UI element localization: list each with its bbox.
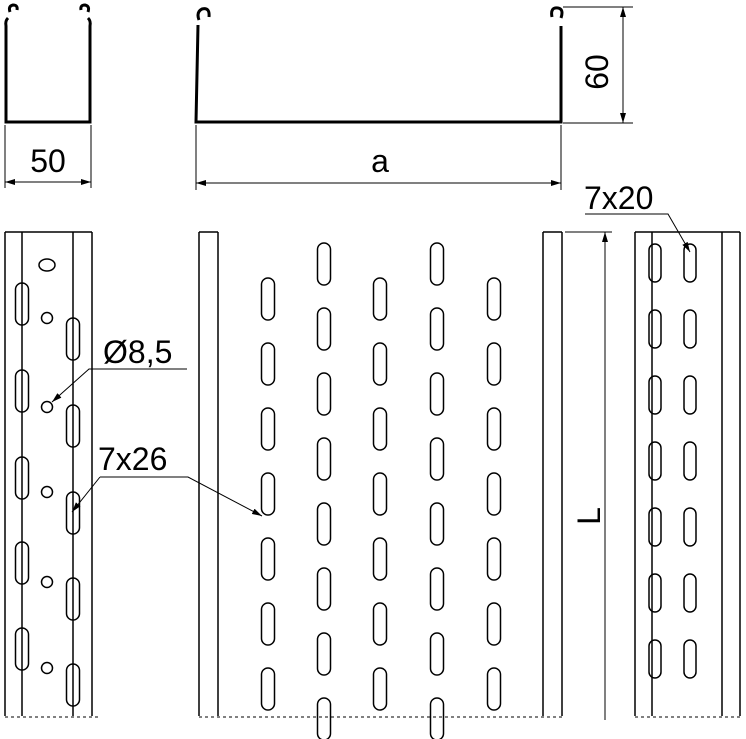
slot-hole	[316, 502, 332, 546]
slot-hole-7x20	[683, 639, 697, 679]
slot-hole	[316, 632, 332, 676]
label-slot-7x20: 7x20	[584, 180, 653, 216]
slot-hole	[372, 407, 388, 451]
tray-bottom-view	[198, 231, 563, 739]
half-slot	[14, 627, 30, 671]
slot-hole	[316, 567, 332, 611]
slot-hole	[429, 632, 445, 676]
label-slot-7x26: 7x26	[98, 441, 167, 477]
slot-hole	[486, 602, 502, 646]
slot-hole-7x20	[683, 573, 697, 613]
slot-hole	[260, 277, 276, 321]
slot-hole-7x20	[648, 375, 662, 415]
half-slot	[65, 491, 81, 535]
slot-hole	[372, 342, 388, 386]
slot-hole	[316, 372, 332, 416]
slot-hole-7x20	[683, 243, 697, 283]
slot-hole	[316, 697, 332, 739]
half-slot	[14, 369, 30, 413]
slot-hole	[429, 502, 445, 546]
slot-hole	[429, 307, 445, 351]
dimension-L: L	[571, 507, 607, 525]
half-slot	[14, 541, 30, 585]
slot-hole-7x20	[683, 441, 697, 481]
slot-hole-7x20	[648, 639, 662, 679]
slot-hole	[316, 437, 332, 481]
oval-hole	[38, 258, 56, 272]
slot-hole	[486, 342, 502, 386]
slot-hole	[429, 372, 445, 416]
slot-hole	[372, 537, 388, 581]
slot-hole	[372, 472, 388, 516]
slot-hole	[486, 277, 502, 321]
dimension-50: 50	[30, 143, 66, 179]
side-strip-view	[634, 231, 741, 716]
slot-hole	[260, 537, 276, 581]
slot-hole	[486, 537, 502, 581]
slot-hole	[316, 242, 332, 286]
dimension-60: 60	[579, 54, 615, 90]
slot-hole	[429, 242, 445, 286]
slot-hole-7x20	[648, 309, 662, 349]
half-slot	[14, 282, 30, 326]
slot-hole	[429, 697, 445, 739]
side-wall-view	[4, 231, 93, 716]
label-hole-8-5: Ø8,5	[103, 334, 172, 370]
leader-lines	[51, 213, 691, 517]
slot-hole	[260, 472, 276, 516]
slot-hole	[260, 602, 276, 646]
round-hole	[40, 575, 54, 589]
slot-hole	[486, 667, 502, 711]
half-slot	[65, 577, 81, 621]
round-hole	[40, 311, 54, 325]
slot-hole	[486, 407, 502, 451]
slot-hole-7x20	[648, 441, 662, 481]
slot-hole-7x20	[648, 573, 662, 613]
dimension-a: a	[371, 143, 389, 179]
slot-hole	[316, 307, 332, 351]
slot-hole-7x20	[683, 309, 697, 349]
slot-hole-7x20	[683, 507, 697, 547]
slot-hole	[260, 407, 276, 451]
slot-hole	[372, 602, 388, 646]
half-slot	[65, 317, 81, 361]
side-profile-section	[4, 3, 92, 188]
slot-hole	[372, 667, 388, 711]
slot-hole	[429, 567, 445, 611]
length-dimension	[565, 231, 612, 720]
slot-hole-7x20	[648, 243, 662, 283]
slot-hole	[429, 437, 445, 481]
round-hole	[40, 661, 54, 675]
tray-cross-section	[194, 6, 633, 190]
slot-hole	[486, 472, 502, 516]
slot-hole	[260, 667, 276, 711]
half-slot	[65, 663, 81, 707]
slot-hole-7x20	[683, 375, 697, 415]
slot-hole-7x20	[648, 507, 662, 547]
half-slot	[14, 456, 30, 500]
slot-hole	[372, 277, 388, 321]
half-slot	[65, 404, 81, 448]
round-hole	[40, 400, 54, 414]
slot-hole	[260, 342, 276, 386]
round-hole	[40, 485, 54, 499]
